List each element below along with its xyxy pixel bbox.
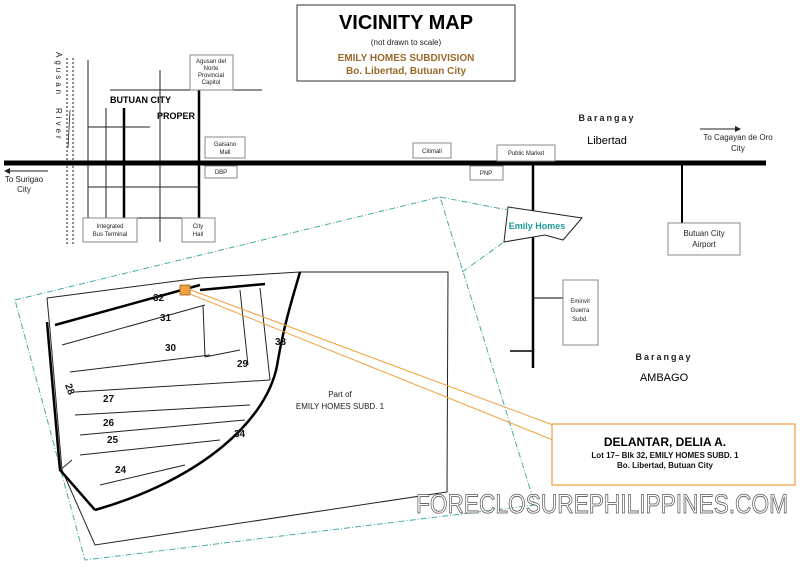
callout-lines [187,288,554,441]
lot-number: 29 [237,359,249,370]
airport-label: Butuan City [683,229,724,238]
city-proper-label-1: BUTUAN CITY [110,95,171,105]
part-of-label-1: Part of [328,390,352,399]
subdivision-location: Bo. Libertad, Butuan City [346,66,466,77]
barangay-libertad-label-1: Barangay [578,113,635,123]
lot-plan [45,271,449,546]
landmark-capitol: Agusan del Norte Provincial Capitol [189,54,234,91]
river-label-1: Agusan [54,52,63,97]
map-title: VICINITY MAP [339,12,473,34]
airport-label: Airport [692,240,716,249]
landmark-dbp: DBP [204,165,238,179]
part-of-label-2: EMILY HOMES SUBD. 1 [296,402,385,411]
lot-number: 31 [160,313,172,324]
capitol-label: Provincial [198,73,224,79]
city-proper-streets [87,60,262,242]
landmark-city-hall: City Hall [181,217,216,243]
landmark-public-market: Public Market [496,144,556,162]
watermark: FORECLOSUREPHILIPPINES.COM [416,489,788,519]
agusan-river: Agusan River [54,52,74,245]
gaisano-label: Mall [219,150,230,156]
lot-number: 32 [153,293,165,304]
eminvil-label: Eminvil [570,299,589,305]
direction-east: To Cagayan de Oro City [700,126,773,153]
river-label-2: River [54,108,63,142]
owner-name: DELANTAR, DELIA A. [604,435,726,449]
gaisano-label: Gaisano [214,142,237,148]
direction-west: To Surigao City [4,168,48,194]
lot-number: 28 [62,382,76,397]
capitol-label: Norte [204,66,219,72]
bus-terminal-label: Integrated [96,224,123,230]
lot-number: 30 [165,343,177,354]
barangay-ambago-label-1: Barangay [635,352,692,362]
owner-address: Bo. Libertad, Butuan City [617,461,714,470]
arrow-right-icon [735,126,741,132]
city-hall-label: Hall [193,232,203,238]
eminvil-label: Guerra [571,308,590,314]
lot-number: 24 [115,465,127,476]
subject-lot-marker [179,284,191,296]
title-box: VICINITY MAP (not drawn to scale) EMILY … [296,4,516,82]
barangay-libertad-label-2: Libertad [587,135,627,147]
lot-number: 33 [275,337,287,348]
emily-homes-area: Emily Homes [503,206,583,243]
owner-lot: Lot 17– Blk 32, EMILY HOMES SUBD. 1 [591,451,739,460]
city-hall-label: City [193,224,203,230]
to-cdo-label-1: To Cagayan de Oro [703,133,773,142]
owner-callout: DELANTAR, DELIA A. Lot 17– Blk 32, EMILY… [551,423,796,486]
landmark-gaisano: Gaisano Mall [204,136,246,159]
to-surigao-label-1: To Surigao [5,175,44,184]
bus-terminal-label: Bus Terminal [93,232,128,238]
lot-number: 27 [103,394,115,405]
capitol-label: Capitol [202,80,221,86]
landmark-eminvil: Eminvil Guerra Subd. [562,279,599,346]
public-market-label: Public Market [508,151,545,157]
landmark-bus-terminal: Integrated Bus Terminal [82,217,138,243]
capitol-label: Agusan del [196,59,226,65]
subdivision-name: EMILY HOMES SUBDIVISION [338,53,475,64]
eminvil-label: Subd. [572,317,588,323]
citimall-label: Citimall [422,149,442,155]
landmark-citimall: Citimall [412,142,452,159]
lot-number: 25 [107,435,119,446]
pnp-label: PNP [480,171,492,177]
arrow-left-icon [4,168,10,174]
lot-number: 26 [103,418,115,429]
emily-homes-label: Emily Homes [509,221,566,231]
to-surigao-label-2: City [17,185,31,194]
barangay-ambago-label-2: AMBAGO [640,372,689,384]
landmark-airport: Butuan City Airport [667,222,741,256]
scale-note: (not drawn to scale) [371,38,442,47]
lot-number: 34 [234,429,246,440]
dbp-label: DBP [215,170,227,176]
city-proper-label-2: PROPER [157,111,196,121]
to-cdo-label-2: City [731,144,745,153]
landmark-pnp: PNP [469,165,504,181]
